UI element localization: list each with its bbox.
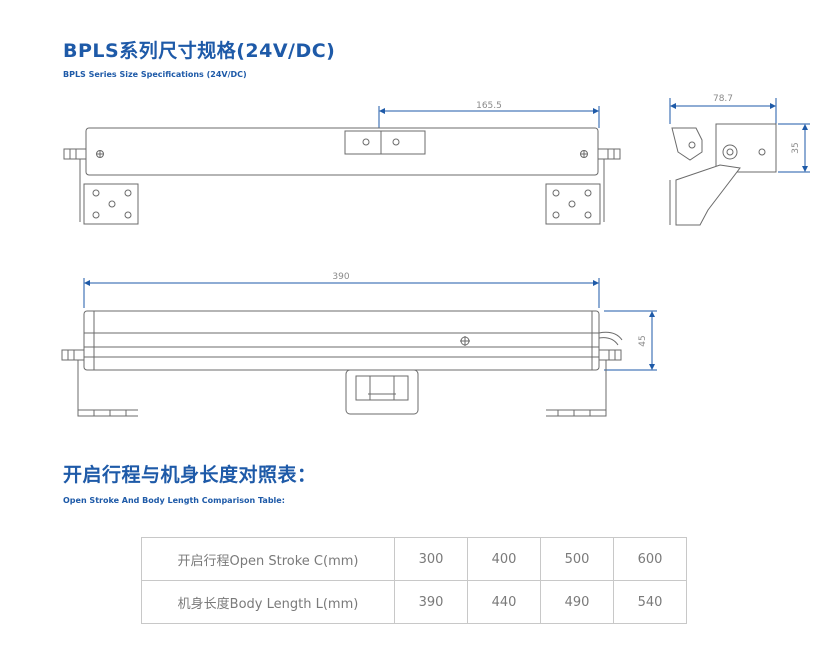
- page-title: BPLS系列尺寸规格(24V/DC): [63, 40, 336, 62]
- page-subtitle: BPLS Series Size Specifications (24V/DC): [63, 70, 247, 79]
- dim-side-width: 78.7: [713, 94, 733, 104]
- side-view: [669, 98, 810, 226]
- dim-side-height: 35: [791, 142, 801, 153]
- table-cell: 500: [540, 537, 614, 581]
- row-label-body-length: 机身长度Body Length L(mm): [141, 580, 395, 624]
- table-cell: 540: [613, 580, 687, 624]
- front-view: [61, 278, 657, 417]
- table-cell: 300: [394, 537, 468, 581]
- table-row: 机身长度Body Length L(mm) 390 440 490 540: [141, 580, 687, 624]
- top-view: [63, 106, 621, 225]
- comparison-table: 开启行程Open Stroke C(mm) 300 400 500 600 机身…: [141, 537, 687, 624]
- table-cell: 400: [467, 537, 541, 581]
- dim-top-length: 165.5: [476, 101, 502, 111]
- table-row: 开启行程Open Stroke C(mm) 300 400 500 600: [141, 537, 687, 581]
- table-cell: 600: [613, 537, 687, 581]
- row-label-open-stroke: 开启行程Open Stroke C(mm): [141, 537, 395, 581]
- table-cell: 390: [394, 580, 468, 624]
- dim-body-length: 390: [332, 272, 349, 282]
- section-subtitle: Open Stroke And Body Length Comparison T…: [63, 496, 285, 505]
- dim-body-height: 45: [638, 335, 648, 346]
- table-cell: 490: [540, 580, 614, 624]
- table-cell: 440: [467, 580, 541, 624]
- section-title: 开启行程与机身长度对照表：: [63, 464, 317, 486]
